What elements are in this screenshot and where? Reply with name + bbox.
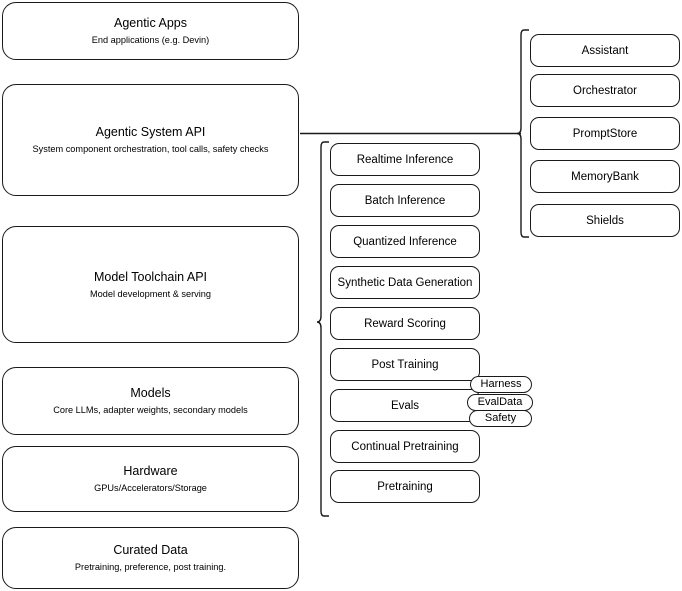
layer-title: Models [130,386,171,400]
layer-box-agentic-system-api[interactable]: Agentic System API System component orch… [2,84,299,196]
layer-subtitle: GPUs/Accelerators/Storage [94,483,207,493]
layer-title: Curated Data [113,543,188,557]
layer-subtitle: Model development & serving [89,288,212,299]
component-label: Shields [586,214,624,227]
eval-tag-safety[interactable]: Safety [469,410,532,427]
bracket-path [316,141,329,517]
eval-tag-label: EvalData [477,396,523,408]
capability-label: Post Training [371,358,439,371]
component-box-assistant[interactable]: Assistant [530,34,680,67]
capability-label: Quantized Inference [353,235,457,248]
eval-tag-harness[interactable]: Harness [470,376,532,393]
capability-box-continual-pretraining[interactable]: Continual Pretraining [330,430,480,463]
component-box-shields[interactable]: Shields [530,204,680,237]
capability-box-post-training[interactable]: Post Training [330,348,480,381]
capability-box-evals[interactable]: Evals [330,389,480,422]
capability-label: Evals [390,399,420,412]
capability-box-quantized-inference[interactable]: Quantized Inference [330,225,480,258]
layer-box-models[interactable]: Models Core LLMs, adapter weights, secon… [2,367,299,435]
capability-label: Continual Pretraining [351,440,459,453]
capability-label: Reward Scoring [364,317,446,330]
bracket-path [516,29,529,238]
eval-tag-label: Safety [484,412,517,424]
layer-title: Hardware [123,464,178,478]
component-label: Assistant [581,44,629,57]
capability-label: Pretraining [377,480,433,493]
component-box-orchestrator[interactable]: Orchestrator [530,74,680,107]
capability-label: Batch Inference [364,194,446,207]
layer-subtitle: End applications (e.g. Devin) [91,35,210,45]
layer-title: Model Toolchain API [93,269,208,284]
layer-title: Agentic Apps [114,16,187,30]
layer-title: Agentic System API [95,125,206,139]
component-label: Orchestrator [573,84,637,97]
component-label: MemoryBank [571,170,639,183]
component-label: PromptStore [572,127,638,140]
capability-box-reward-scoring[interactable]: Reward Scoring [330,307,480,340]
layer-box-agentic-apps[interactable]: Agentic Apps End applications (e.g. Devi… [2,2,299,60]
capability-box-pretraining[interactable]: Pretraining [330,470,480,503]
eval-tag-evaldata[interactable]: EvalData [467,394,533,411]
layer-box-curated-data[interactable]: Curated Data Pretraining, preference, po… [2,527,299,589]
capability-box-batch-inference[interactable]: Batch Inference [330,184,480,217]
layer-subtitle: Core LLMs, adapter weights, secondary mo… [53,405,248,415]
layer-subtitle: System component orchestration, tool cal… [32,144,269,154]
component-box-promptstore[interactable]: PromptStore [530,117,680,150]
component-box-memorybank[interactable]: MemoryBank [530,160,680,193]
layer-box-hardware[interactable]: Hardware GPUs/Accelerators/Storage [2,446,299,512]
capability-label: Realtime Inference [356,153,454,166]
layer-subtitle: Pretraining, preference, post training. [74,562,227,572]
capability-box-realtime-inference[interactable]: Realtime Inference [330,143,480,176]
layer-box-model-toolchain-api[interactable]: Model Toolchain API Model development & … [2,226,299,343]
capability-box-synthetic-data-generation[interactable]: Synthetic Data Generation [330,266,480,299]
eval-tag-label: Harness [480,378,522,390]
capability-label: Synthetic Data Generation [337,276,473,289]
